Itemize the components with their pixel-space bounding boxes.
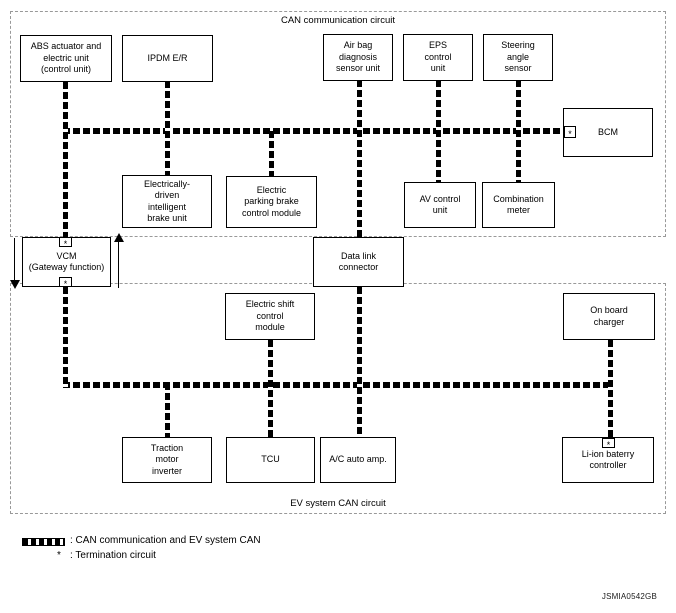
- node-on-board-charger: On board charger: [563, 293, 655, 340]
- ev-region-title: EV system CAN circuit: [290, 498, 386, 509]
- node-electric-parking-brake: Electric parking brake control module: [226, 176, 317, 228]
- node-airbag-sensor: Air bag diagnosis sensor unit: [323, 34, 393, 81]
- gateway-arrow-up-icon: [114, 233, 124, 242]
- bus-drop-eps-to-av: [436, 80, 441, 182]
- node-combination-meter: Combination meter: [482, 182, 555, 228]
- termination-marker-vcm-bottom: *: [59, 277, 72, 287]
- node-abs-actuator: ABS actuator and electric unit (control …: [20, 35, 112, 82]
- node-eps-control: EPS control unit: [403, 34, 473, 81]
- node-electrically-driven-brake: Electrically- driven intelligent brake u…: [122, 175, 212, 228]
- node-traction-inverter: Traction motor inverter: [122, 437, 212, 483]
- figure-code: JSMIA0542GB: [601, 592, 657, 601]
- node-bcm: BCM: [563, 108, 653, 157]
- bus-drop-charger-to-battery: [608, 340, 613, 438]
- termination-marker-battery-controller: *: [602, 438, 615, 448]
- bus-drop-abs-to-vcm: [63, 82, 68, 238]
- bus-drop-dlc-to-ac-amp: [357, 287, 362, 437]
- node-ipdm-er: IPDM E/R: [122, 35, 213, 82]
- ev-bus-main-line: [63, 382, 613, 388]
- node-electric-shift: Electric shift control module: [225, 293, 315, 340]
- node-ac-auto-amp: A/C auto amp.: [320, 437, 396, 483]
- bus-drop-airbag-to-dlc: [357, 80, 362, 237]
- bus-drop-shift-to-tcu: [268, 340, 273, 437]
- legend-can-bus-label: : CAN communication and EV system CAN: [70, 535, 261, 546]
- bus-drop-parking-brake: [269, 131, 274, 176]
- bus-drop-traction: [165, 383, 170, 437]
- can-communication-region: [10, 11, 666, 237]
- legend-can-bus-swatch-icon: [22, 538, 65, 546]
- node-av-control: AV control unit: [404, 182, 476, 228]
- gateway-arrow-down-line: [14, 238, 15, 281]
- bus-drop-vcm-to-ev-bus: [63, 287, 68, 388]
- node-steering-angle-sensor: Steering angle sensor: [483, 34, 553, 81]
- legend-termination-label: : Termination circuit: [70, 550, 156, 561]
- bus-drop-ipdm: [165, 81, 170, 176]
- node-data-link-connector: Data link connector: [313, 237, 404, 287]
- can-bus-main-line: [63, 128, 567, 134]
- gateway-arrow-up-line: [118, 242, 119, 288]
- bus-drop-steering-to-meter: [516, 80, 521, 182]
- legend-termination-symbol-icon: *: [57, 550, 61, 561]
- node-tcu: TCU: [226, 437, 315, 483]
- termination-marker-vcm-top: *: [59, 237, 72, 247]
- termination-marker-bcm: *: [564, 126, 576, 138]
- gateway-arrow-down-icon: [10, 280, 20, 289]
- can-region-title: CAN communication circuit: [280, 15, 396, 26]
